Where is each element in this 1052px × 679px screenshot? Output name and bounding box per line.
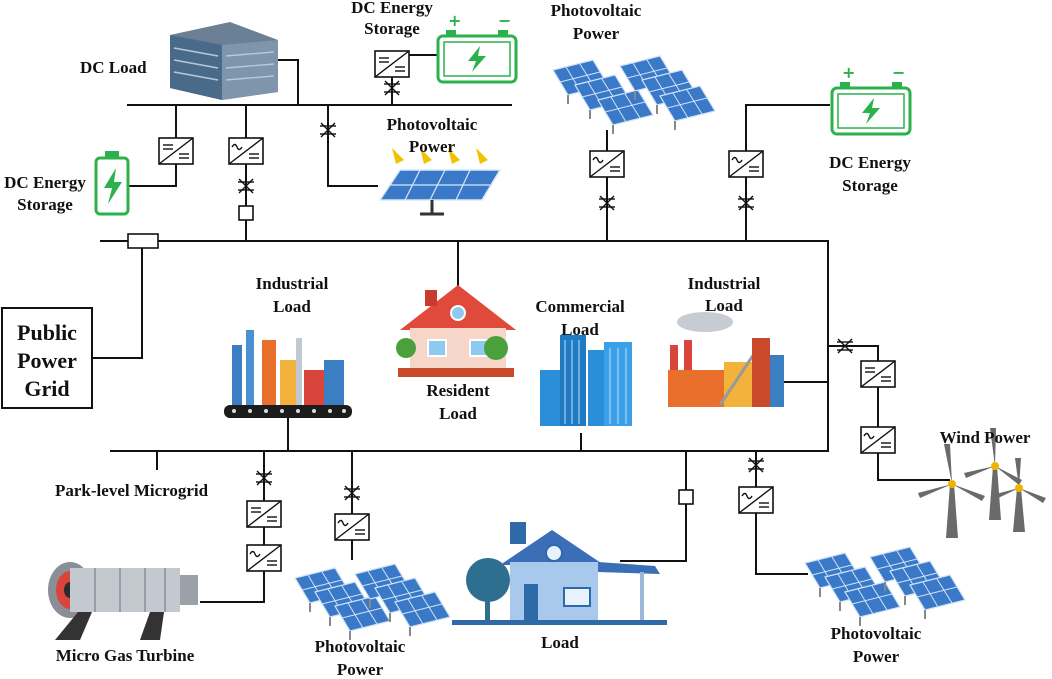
dc-storage-top-label-2: Storage xyxy=(364,19,420,38)
battery-icon xyxy=(830,61,912,136)
public-grid-box xyxy=(1,307,93,409)
pv-mid-label-1: Photovoltaic xyxy=(387,115,478,134)
ac-dc-converter-icon xyxy=(228,137,264,165)
wind-label: Wind Power xyxy=(940,428,1031,447)
industrial-right-label-2: Load xyxy=(705,296,743,315)
dc-load-building-icon xyxy=(170,22,278,100)
ac-dc-converter-icon xyxy=(334,513,370,541)
pv-br-label-1: Photovoltaic xyxy=(831,624,922,643)
dc-storage-left-label-2: Storage xyxy=(17,195,73,214)
dc-dc-converter-icon xyxy=(860,360,896,388)
ac-dc-converter-icon xyxy=(246,544,282,572)
dc-dc-converter-icon xyxy=(374,50,410,78)
solar-panel-icon xyxy=(552,55,716,135)
pv-mid-label-2: Power xyxy=(409,137,456,156)
grid-label-2: Power xyxy=(17,348,77,373)
industrial-right-label-1: Industrial xyxy=(688,274,761,293)
switch-icon xyxy=(238,205,254,221)
ac-dc-converter-icon xyxy=(860,426,896,454)
pv-br-label-2: Power xyxy=(853,647,900,666)
pv-top-label-2: Power xyxy=(573,24,620,43)
skyscraper-icon xyxy=(540,335,632,426)
resident-label-1: Resident xyxy=(426,381,490,400)
resident-label-2: Load xyxy=(439,404,477,423)
ac-dc-converter-icon xyxy=(589,150,625,178)
solar-panel-icon xyxy=(804,546,966,627)
switches xyxy=(127,80,854,505)
gas-turbine-icon xyxy=(48,562,198,640)
pv-top-label-1: Photovoltaic xyxy=(551,1,642,20)
dc-storage-left-label-1: DC Energy xyxy=(4,173,86,192)
dc-dc-converter-icon xyxy=(246,500,282,528)
grid-label-3: Grid xyxy=(24,376,69,401)
grid-switch-icon xyxy=(127,233,159,249)
pv-bottom-label-2: Power xyxy=(337,660,384,679)
dc-storage-right-label-2: Storage xyxy=(842,176,898,195)
battery-icon xyxy=(94,151,130,216)
switch-icon xyxy=(678,489,694,505)
dc-storage-top-label-1: DC Energy xyxy=(351,0,433,17)
industrial-left-label-1: Industrial xyxy=(256,274,329,293)
house-icon xyxy=(452,522,667,625)
dc-load-label: DC Load xyxy=(80,58,147,77)
solar-panel-icon xyxy=(378,148,502,216)
microgrid-label: Park-level Microgrid xyxy=(55,481,209,500)
wind-turbine-icon xyxy=(918,428,1046,538)
wiring xyxy=(92,54,950,603)
dc-dc-converter-icon xyxy=(158,137,194,165)
turbine-label: Micro Gas Turbine xyxy=(56,646,195,665)
solar-panel-icon xyxy=(294,563,451,641)
converters xyxy=(158,50,896,572)
pv-bottom-label-1: Photovoltaic xyxy=(315,637,406,656)
battery-icon xyxy=(436,9,518,84)
ac-dc-converter-icon xyxy=(728,150,764,178)
load-label: Load xyxy=(541,633,579,652)
dc-storage-right-label-1: DC Energy xyxy=(829,153,911,172)
ac-dc-converter-icon xyxy=(738,486,774,514)
house-icon xyxy=(396,285,516,377)
industrial-left-label-2: Load xyxy=(273,297,311,316)
grid-label-1: Public xyxy=(17,320,77,345)
commercial-label-2: Load xyxy=(561,320,599,339)
factory-icon xyxy=(224,330,352,418)
factory-icon xyxy=(668,312,784,407)
commercial-label-1: Commercial xyxy=(535,297,625,316)
